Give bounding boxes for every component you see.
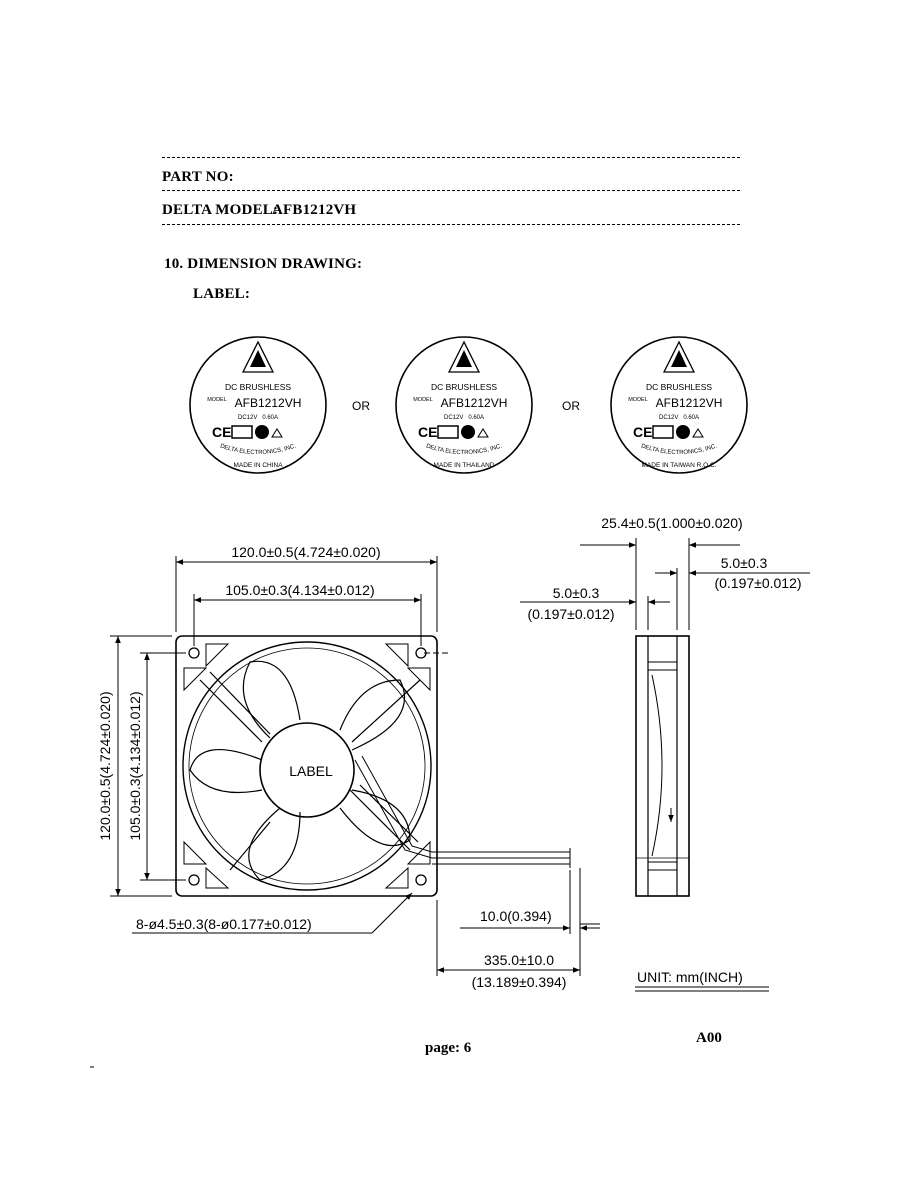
tuv-mark-icon bbox=[676, 425, 690, 439]
label-model: AFB1212VH bbox=[235, 396, 302, 410]
label-caption: LABEL: bbox=[193, 286, 251, 302]
label-origin: MADE IN TAIWAN R.O.C. bbox=[642, 462, 717, 469]
fan-side-view bbox=[635, 635, 690, 897]
label-option-2: DC BRUSHLESS MODEL AFB1212VH DC12V 0.60A… bbox=[395, 336, 533, 474]
delta-model-value: AFB1212VH bbox=[272, 202, 357, 218]
unit-label: UNIT: mm(INCH) bbox=[637, 969, 743, 985]
label-maker: DELTA ELECTRONICS, INC. bbox=[219, 443, 297, 456]
dim-hole-spacing-width: 105.0±0.3(4.134±0.012) bbox=[225, 582, 374, 598]
label-maker: DELTA ELECTRONICS, INC. bbox=[425, 443, 503, 456]
dim-flange-left-mm: 5.0±0.3 bbox=[553, 585, 600, 601]
dim-holes: 8-ø4.5±0.3(8-ø0.177±0.012) bbox=[136, 916, 312, 932]
label-rating: DC12V 0.60A bbox=[659, 415, 699, 421]
dim-flange-right-in: (0.197±0.012) bbox=[714, 575, 801, 591]
label-option-1: DC BRUSHLESS MODEL AFB1212VH DC12V 0.60A… bbox=[189, 336, 327, 474]
delta-logo-icon bbox=[662, 340, 696, 373]
dim-lead-length-mm: 335.0±10.0 bbox=[484, 952, 554, 968]
ul-mark-icon bbox=[437, 425, 459, 439]
tuv-mark-icon bbox=[461, 425, 475, 439]
delta-logo-icon bbox=[241, 340, 275, 373]
ce-mark-icon: CE bbox=[418, 424, 437, 440]
dim-overall-height: 120.0±0.5(4.724±0.020) bbox=[97, 691, 113, 840]
label-rating: DC12V 0.60A bbox=[238, 415, 278, 421]
part-no-label: PART NO: bbox=[162, 169, 234, 185]
dim-overall-width: 120.0±0.5(4.724±0.020) bbox=[231, 544, 380, 560]
label-maker: DELTA ELECTRONICS, INC. bbox=[640, 443, 718, 456]
mount-hole bbox=[188, 874, 200, 886]
dim-flange-right-mm: 5.0±0.3 bbox=[721, 555, 768, 571]
hub-label: LABEL bbox=[289, 763, 333, 779]
ce-mark-icon: CE bbox=[633, 424, 652, 440]
front-dimension-lines bbox=[110, 556, 600, 976]
label-model-prefix: MODEL bbox=[628, 397, 648, 403]
page-number: page: 6 bbox=[425, 1040, 472, 1056]
label-origin: MADE IN THAILAND bbox=[434, 462, 495, 469]
label-model: AFB1212VH bbox=[441, 396, 508, 410]
dim-strip-length: 10.0(0.394) bbox=[480, 908, 552, 924]
or-text-2: OR bbox=[562, 399, 580, 413]
dim-depth: 25.4±0.5(1.000±0.020) bbox=[601, 515, 742, 531]
mount-hole bbox=[415, 874, 427, 886]
dim-lead-length-in: (13.189±0.394) bbox=[472, 974, 567, 990]
label-model: AFB1212VH bbox=[656, 396, 723, 410]
label-line1: DC BRUSHLESS bbox=[646, 382, 712, 392]
header-rule-bottom bbox=[162, 224, 740, 225]
side-dimension-lines bbox=[520, 538, 810, 630]
header-rule-top bbox=[162, 157, 740, 158]
delta-model-label: DELTA MODEL: bbox=[162, 202, 279, 218]
mount-hole bbox=[188, 647, 200, 659]
header-rule-middle bbox=[162, 190, 740, 191]
label-line1: DC BRUSHLESS bbox=[431, 382, 497, 392]
section-title: 10. DIMENSION DRAWING: bbox=[164, 256, 363, 272]
tuv-mark-icon bbox=[255, 425, 269, 439]
dim-hole-spacing-height: 105.0±0.3(4.134±0.012) bbox=[127, 691, 143, 840]
delta-logo-icon bbox=[447, 340, 481, 373]
or-text-1: OR bbox=[352, 399, 370, 413]
ce-mark-icon: CE bbox=[212, 424, 231, 440]
label-rating: DC12V 0.60A bbox=[444, 415, 484, 421]
ul-mark-icon bbox=[652, 425, 674, 439]
label-model-prefix: MODEL bbox=[207, 397, 227, 403]
revision: A00 bbox=[696, 1030, 722, 1046]
label-model-prefix: MODEL bbox=[413, 397, 433, 403]
dim-flange-left-in: (0.197±0.012) bbox=[527, 606, 614, 622]
ul-mark-icon bbox=[231, 425, 253, 439]
fan-front-view bbox=[175, 635, 571, 897]
label-origin: MADE IN CHINA bbox=[233, 462, 283, 469]
label-option-3: DC BRUSHLESS MODEL AFB1212VH DC12V 0.60A… bbox=[610, 336, 748, 474]
label-line1: DC BRUSHLESS bbox=[225, 382, 291, 392]
